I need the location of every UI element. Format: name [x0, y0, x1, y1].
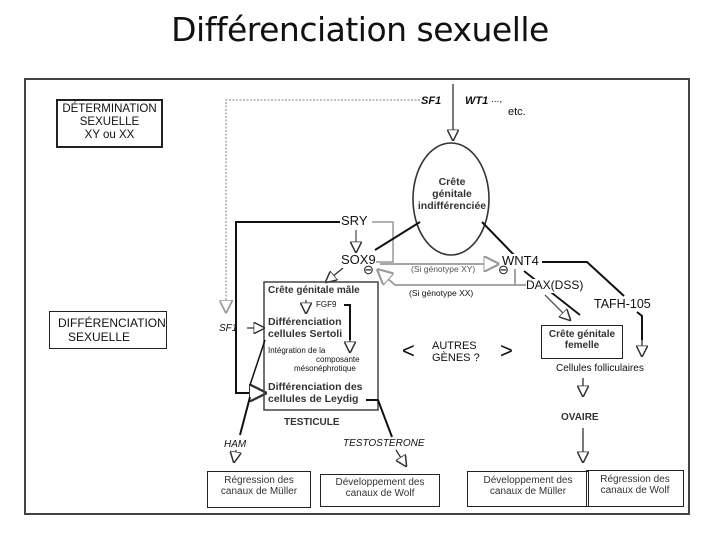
- inhibition-icon-wnt4: ⊖: [498, 262, 509, 277]
- dotted-feedback-line: [226, 99, 420, 312]
- outcome-male-muller-regression: Régression des canaux de Müller: [207, 471, 311, 508]
- gene-sry: SRY: [341, 213, 368, 229]
- ridge-line-1: Crête: [438, 176, 466, 188]
- ham-line: [239, 396, 251, 436]
- ridge-line-3: indifférenciée: [417, 200, 487, 213]
- outcome-female-muller-line-1: Développement des: [483, 475, 573, 486]
- leydig-line-2: cellules de Leydig: [268, 393, 359, 406]
- ridge-line-2: génitale: [432, 188, 472, 201]
- sry-bracket: [372, 221, 394, 263]
- sertoli-line-1: Différenciation: [268, 316, 342, 328]
- leydig-to-testosterone: [366, 399, 393, 438]
- sertoli-label: Différenciation cellules Sertoli: [268, 316, 342, 340]
- differentiation-box: DIFFÉRENCIATION SEXUELLE: [49, 311, 167, 349]
- gene-wnt4: WNT4: [502, 253, 539, 269]
- bracket-left: <: [402, 338, 415, 363]
- ridge-label: Crête génitale indifférenciée: [412, 176, 492, 212]
- outcome-male-wolf-line-2: canaux de Wolf: [345, 488, 415, 499]
- male-ridge-box-outline: [263, 281, 379, 411]
- outcome-male-muller-line-1: Régression des: [224, 475, 294, 486]
- outcome-male-wolf-line-1: Développement des: [335, 477, 425, 488]
- female-ridge-line-2: femelle: [564, 340, 600, 351]
- slide-title: Différenciation sexuelle: [171, 10, 549, 49]
- differentiation-line-1: DIFFÉRENCIATION: [58, 316, 166, 330]
- factor-etc: etc.: [508, 106, 526, 118]
- gene-sox9: SOX9: [341, 252, 376, 268]
- integration-line-1: Intégration de la: [268, 346, 326, 355]
- determination-line-3: XY ou XX: [84, 129, 135, 142]
- female-ridge-box: Crête génitale femelle: [541, 325, 623, 359]
- integration-label: Intégration de la composante mésonéphrot…: [268, 346, 360, 373]
- sry-line: [235, 221, 340, 393]
- gene-fgf9: FGF9: [316, 300, 337, 309]
- outcome-female-wolf-regression: Régression des canaux de Wolf: [586, 470, 684, 507]
- condition-xx: (Si génotype XX): [409, 288, 474, 298]
- follicular-cells-label: Cellules folliculaires: [556, 363, 644, 374]
- outcome-female-wolf-line-2: canaux de Wolf: [600, 485, 670, 496]
- determination-line-2: SEXUELLE: [79, 116, 140, 129]
- condition-xy: (Si génotype XY): [411, 264, 476, 274]
- factor-sf1: SF1: [421, 95, 442, 107]
- male-ridge-title: Crête génitale mâle: [268, 285, 360, 296]
- integration-line-2: composante: [316, 354, 360, 364]
- gene-tafh: TAFH-105: [594, 297, 651, 312]
- ridge-to-sox9: [374, 221, 421, 251]
- sertoli-line-2: cellules Sertoli: [268, 328, 343, 341]
- ridge-to-wnt4: [481, 221, 516, 257]
- ovary-label: OVAIRE: [561, 412, 599, 423]
- other-genes-label: AUTRES GÈNES ?: [432, 340, 480, 364]
- diagram-frame: [24, 78, 690, 515]
- leydig-line-1: Différenciation des: [268, 381, 363, 393]
- testicule-label: TESTICULE: [284, 417, 340, 428]
- outcome-female-wolf-line-1: Régression des: [600, 474, 670, 485]
- xx-arrow: [378, 265, 516, 286]
- determination-box: DÉTERMINATION SEXUELLE XY ou XX: [56, 99, 163, 148]
- ham-label: HAM: [224, 439, 247, 450]
- factor-ellipsis: ...,: [491, 94, 503, 105]
- outcome-female-muller-development: Développement des canaux de Müller: [467, 471, 589, 507]
- testosterone-label: TESTOSTERONE: [343, 438, 425, 449]
- wnt4-to-tafh: [542, 261, 625, 297]
- factor-wt1: WT1: [465, 95, 489, 107]
- gene-dax: DAX(DSS): [526, 278, 584, 293]
- other-genes-line-2: GÈNES ?: [432, 351, 480, 364]
- outcome-male-muller-line-2: canaux de Müller: [220, 486, 298, 497]
- ridge-ellipse: [412, 142, 490, 256]
- inhibition-icon-sox9: ⊖: [363, 262, 374, 277]
- other-genes-line-1: AUTRES: [432, 340, 477, 352]
- bracket-right: >: [500, 338, 513, 363]
- differentiation-line-2: SEXUELLE: [68, 329, 131, 344]
- integration-line-3: mésonéphrotique: [294, 363, 356, 373]
- leydig-label: Différenciation des cellules de Leydig: [268, 381, 363, 405]
- gene-sf1-left: SF1: [219, 323, 238, 334]
- determination-line-1: DÉTERMINATION: [62, 103, 157, 115]
- outcome-male-wolf-development: Développement des canaux de Wolf: [320, 474, 440, 507]
- female-ridge-line-1: Crête génitale: [548, 329, 616, 340]
- outcome-female-muller-line-2: canaux de Müller: [489, 486, 567, 497]
